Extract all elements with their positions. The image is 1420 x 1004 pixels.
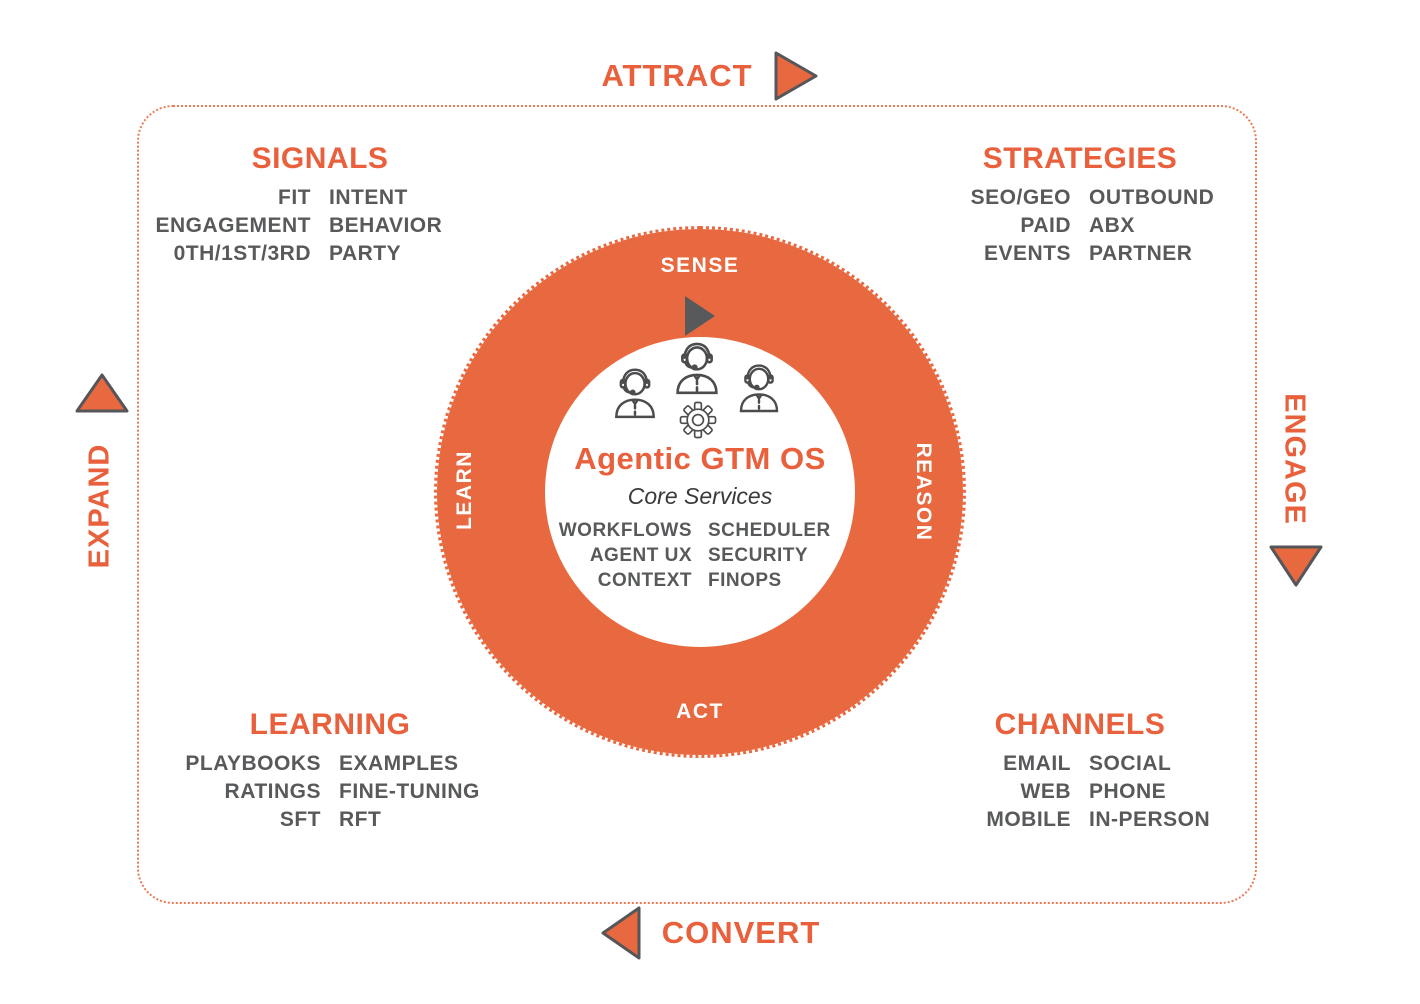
- list-item: RFT: [339, 808, 382, 831]
- engage-label: ENGAGE: [1278, 393, 1311, 525]
- learning-items: PLAYBOOKS RATINGS SFT EXAMPLES FINE-TUNI…: [160, 750, 500, 834]
- core-title: Agentic GTM OS: [574, 441, 826, 476]
- quadrant-signals: SIGNALS FIT ENGAGEMENT 0TH/1ST/3RD INTEN…: [150, 142, 490, 268]
- core-subtitle: Core Services: [627, 483, 773, 509]
- core-services-list: WORKFLOWS AGENT UX CONTEXT SCHEDULER SEC…: [530, 518, 870, 593]
- list-item: PAID: [1020, 214, 1071, 237]
- list-item: MOBILE: [986, 808, 1071, 831]
- arrow-down-icon: [1269, 545, 1323, 587]
- list-item: FIT: [278, 186, 311, 209]
- list-item: INTENT: [329, 186, 408, 209]
- agent-icon: [615, 368, 655, 419]
- edge-convert: CONVERT: [0, 905, 1420, 961]
- list-item: SOCIAL: [1089, 752, 1172, 775]
- channels-title: CHANNELS: [994, 708, 1166, 741]
- list-item: ABX: [1089, 214, 1135, 237]
- strategies-title: STRATEGIES: [982, 142, 1178, 175]
- edge-attract: ATTRACT: [0, 50, 1420, 102]
- quadrant-channels: CHANNELS EMAIL WEB MOBILE SOCIAL PHONE I…: [910, 708, 1250, 834]
- list-item: WEB: [1020, 780, 1071, 803]
- list-item: PHONE: [1089, 780, 1167, 803]
- play-icon: [685, 296, 715, 336]
- core-service: WORKFLOWS: [558, 520, 692, 541]
- arrow-left-icon: [601, 906, 641, 960]
- core-services-panel: Agentic GTM OS Core Services WORKFLOWS A…: [530, 441, 870, 593]
- list-item: OUTBOUND: [1089, 186, 1215, 209]
- list-item: SFT: [279, 808, 321, 831]
- list-item: SEO/GEO: [970, 186, 1071, 209]
- quadrant-learning: LEARNING PLAYBOOKS RATINGS SFT EXAMPLES …: [160, 708, 500, 834]
- strategies-items: SEO/GEO PAID EVENTS OUTBOUND ABX PARTNER: [910, 184, 1250, 268]
- learning-title: LEARNING: [249, 708, 411, 741]
- list-item: PLAYBOOKS: [185, 752, 321, 775]
- expand-label: EXPAND: [83, 443, 116, 569]
- list-item: EVENTS: [983, 242, 1071, 265]
- arrow-right-icon: [774, 51, 818, 101]
- ring-label-learn: LEARN: [453, 450, 476, 530]
- list-item: ENGAGEMENT: [155, 214, 311, 237]
- ring-label-sense: SENSE: [660, 254, 740, 277]
- convert-label: CONVERT: [661, 915, 821, 950]
- list-item: FINE-TUNING: [339, 780, 480, 803]
- list-item: BEHAVIOR: [329, 214, 443, 237]
- list-item: PARTNER: [1089, 242, 1193, 265]
- list-item: EMAIL: [1003, 752, 1071, 775]
- agent-icon: [739, 364, 779, 413]
- signals-items: FIT ENGAGEMENT 0TH/1ST/3RD INTENT BEHAVI…: [150, 184, 490, 268]
- gear-icon: [679, 401, 717, 439]
- list-item: EXAMPLES: [339, 752, 459, 775]
- ring-label-act: ACT: [676, 700, 724, 723]
- quadrant-strategies: STRATEGIES SEO/GEO PAID EVENTS OUTBOUND …: [910, 142, 1250, 268]
- list-item: RATINGS: [224, 780, 321, 803]
- core-service: CONTEXT: [597, 570, 692, 591]
- ring-label-reason: REASON: [912, 442, 935, 542]
- dotted-frame: [137, 105, 1257, 904]
- sense-reason-act-learn-ring: SENSE REASON ACT LEARN: [434, 226, 966, 758]
- arrow-up-icon: [75, 373, 129, 413]
- channels-items: EMAIL WEB MOBILE SOCIAL PHONE IN-PERSON: [910, 750, 1250, 834]
- core-service: SCHEDULER: [708, 520, 831, 541]
- core-service: SECURITY: [708, 545, 809, 566]
- ring-core-circle: [545, 337, 855, 647]
- agent-icon: [676, 342, 718, 395]
- list-item: 0TH/1ST/3RD: [173, 242, 311, 265]
- list-item: PARTY: [329, 242, 402, 265]
- signals-title: SIGNALS: [251, 142, 389, 175]
- core-service: AGENT UX: [589, 545, 692, 566]
- core-service: FINOPS: [708, 570, 782, 591]
- attract-label: ATTRACT: [601, 58, 753, 93]
- list-item: IN-PERSON: [1089, 808, 1211, 831]
